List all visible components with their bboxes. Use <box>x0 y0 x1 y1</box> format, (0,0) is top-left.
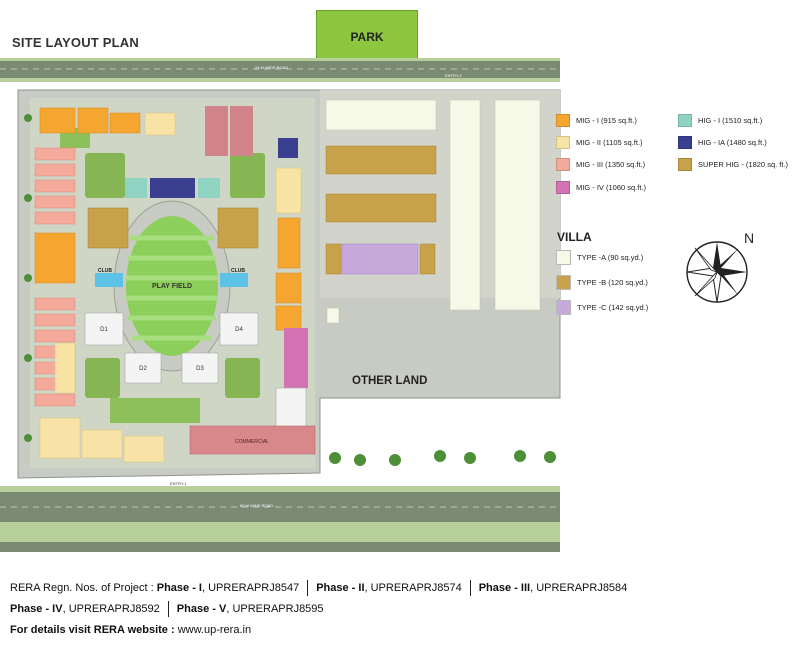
entry-bottom-label: ENTRY-1 <box>170 481 187 486</box>
north-label: N <box>744 230 755 246</box>
play-field-label: PLAY FIELD <box>152 283 192 290</box>
court-2 <box>230 106 253 156</box>
legend-swatch <box>556 300 571 315</box>
commercial-block <box>189 425 316 455</box>
legend-swatch <box>678 136 692 149</box>
bottom-road-label: 60 M WIDE ROAD <box>240 503 274 508</box>
rera-website-line: For details visit RERA website : www.up-… <box>10 624 252 636</box>
pool-left <box>95 273 123 287</box>
legend-item-mig-2: MIG - II (1105 sq.ft.) <box>556 136 643 149</box>
legend-swatch <box>556 114 570 127</box>
pool-right <box>220 273 248 287</box>
park-area: PARK <box>316 10 418 64</box>
legend-swatch <box>678 158 692 171</box>
villa-type-c-blocks <box>341 243 419 275</box>
site-map: PLAY FIELD CLUB CLUB <box>0 58 561 552</box>
tower-d1-label: D1 <box>100 327 108 333</box>
legend-item-hig-ia: HIG - IA (1480 sq.ft.) <box>678 136 767 149</box>
tower-d3-label: D3 <box>196 366 204 372</box>
legend-item-hig-1: HIG - I (1510 sq.ft.) <box>678 114 762 127</box>
legend-swatch <box>556 181 570 194</box>
legend-item-mig-1: MIG - I (915 sq.ft.) <box>556 114 637 127</box>
legend-item-mig-4: MIG - IV (1060 sq.ft.) <box>556 181 646 194</box>
rera-line-1: RERA Regn. Nos. of Project : Phase - I, … <box>10 580 627 596</box>
entry-top-label: ENTRY-2 <box>445 73 462 78</box>
legend-swatch <box>556 250 571 265</box>
park-label: PARK <box>350 30 384 44</box>
club-left-label: CLUB <box>98 268 112 274</box>
top-road-label: 24 M WIDE ROAD <box>255 65 289 70</box>
tower-d4-label: D4 <box>235 327 243 333</box>
villa-type-a-blocks <box>325 99 541 324</box>
villa-type-b-blocks <box>325 145 437 275</box>
commercial-label: COMMERCIAL <box>235 439 269 445</box>
legend-swatch <box>556 136 570 149</box>
legend-item-super-hig: SUPER HIG - (1820 sq. ft.) <box>678 158 788 171</box>
tower-d2-label: D2 <box>139 366 147 372</box>
legend-villa-type-c: TYPE -C (142 sq.yd.) <box>556 300 648 315</box>
legend-item-mig-3: MIG - III (1350 sq.ft.) <box>556 158 645 171</box>
legend-villa-type-a: TYPE -A (90 sq.yd.) <box>556 250 643 265</box>
legend-swatch <box>556 158 570 171</box>
north-compass-icon <box>686 241 748 303</box>
rera-website-link[interactable]: www.up-rera.in <box>177 624 252 636</box>
villa-legend-title: VILLA <box>557 230 592 244</box>
court-1 <box>205 106 228 156</box>
legend-swatch <box>556 275 571 290</box>
legend-villa-type-b: TYPE -B (120 sq.yd.) <box>556 275 648 290</box>
legend-swatch <box>678 114 692 127</box>
other-land-label: OTHER LAND <box>352 375 428 387</box>
page-title: SITE LAYOUT PLAN <box>12 35 139 50</box>
club-right-label: CLUB <box>231 268 245 274</box>
